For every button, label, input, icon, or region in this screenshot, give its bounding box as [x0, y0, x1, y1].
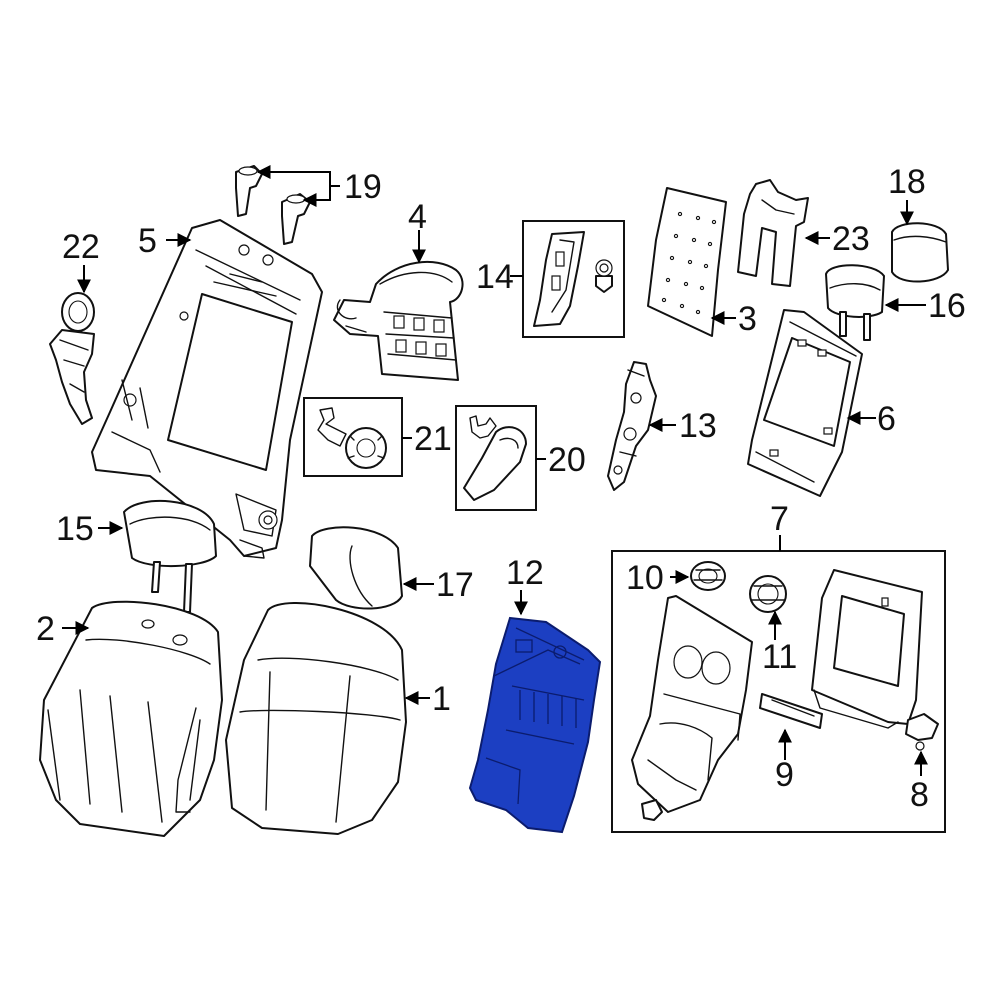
part-8-latch[interactable]	[905, 713, 939, 751]
callout-16: 16	[928, 287, 966, 325]
part-16-headrest[interactable]	[825, 264, 885, 341]
part-6-rear-frame[interactable]	[747, 309, 863, 497]
callout-7: 7	[770, 500, 789, 538]
callout-8: 8	[910, 776, 929, 814]
part-12-seat-back-panel[interactable]	[468, 616, 602, 834]
part-17-headrest[interactable]	[309, 526, 403, 610]
callout-1: 1	[432, 680, 451, 718]
part-21-knob[interactable]	[345, 427, 387, 469]
callout-6: 6	[877, 400, 896, 438]
part-14-clip[interactable]	[595, 259, 613, 293]
part-15-headrest[interactable]	[123, 500, 217, 613]
part-23-channel[interactable]	[737, 179, 809, 287]
callout-23: 23	[832, 220, 870, 258]
part-21-spring-clip[interactable]	[317, 407, 347, 447]
part-7-armrest-housing[interactable]	[631, 595, 753, 813]
callout-3: 3	[738, 300, 757, 338]
part-2-seat-back-cover[interactable]	[39, 600, 223, 837]
part-7-clip[interactable]	[641, 799, 663, 821]
callout-11: 11	[762, 638, 797, 676]
part-7-box	[611, 550, 946, 833]
callout-19: 19	[344, 168, 382, 206]
callout-22: 22	[62, 228, 100, 266]
part-19-headrest-guides[interactable]	[235, 165, 311, 245]
part-14-side-trim[interactable]	[533, 231, 585, 327]
part-14-box	[522, 220, 625, 338]
part-10-cup-holder[interactable]	[690, 561, 726, 591]
callout-17: 17	[436, 566, 474, 604]
leader-lines	[62, 165, 928, 776]
callout-10: 10	[626, 559, 664, 597]
part-9-trim-strip[interactable]	[759, 693, 823, 729]
part-7-armrest-cover[interactable]	[811, 569, 923, 729]
part-5-seat-back-frame[interactable]	[91, 219, 323, 559]
callout-15: 15	[56, 510, 94, 548]
callout-4: 4	[408, 198, 427, 236]
part-18-headrest[interactable]	[891, 222, 949, 283]
part-11-cup-holder[interactable]	[749, 575, 787, 613]
callout-5: 5	[138, 222, 157, 260]
callout-18: 18	[888, 163, 926, 201]
callout-12: 12	[506, 554, 544, 592]
part-20-clip[interactable]	[469, 415, 497, 439]
part-13-bracket[interactable]	[607, 361, 657, 491]
part-20-handle[interactable]	[463, 426, 527, 501]
callout-14: 14	[476, 258, 514, 296]
part-4-lumbar-support[interactable]	[333, 260, 464, 381]
part-22-recliner-handle[interactable]	[49, 292, 95, 425]
callout-labels: 19 5 22 4 14 3 23 18 16 6 13 21 20 15 17…	[36, 163, 966, 814]
callout-21: 21	[414, 420, 452, 458]
part-1-seat-back-cover[interactable]	[225, 602, 407, 835]
callout-2: 2	[36, 610, 55, 648]
part-3-back-panel[interactable]	[647, 187, 727, 337]
callout-9: 9	[775, 756, 794, 794]
callout-13: 13	[679, 407, 717, 445]
callout-20: 20	[548, 441, 586, 479]
